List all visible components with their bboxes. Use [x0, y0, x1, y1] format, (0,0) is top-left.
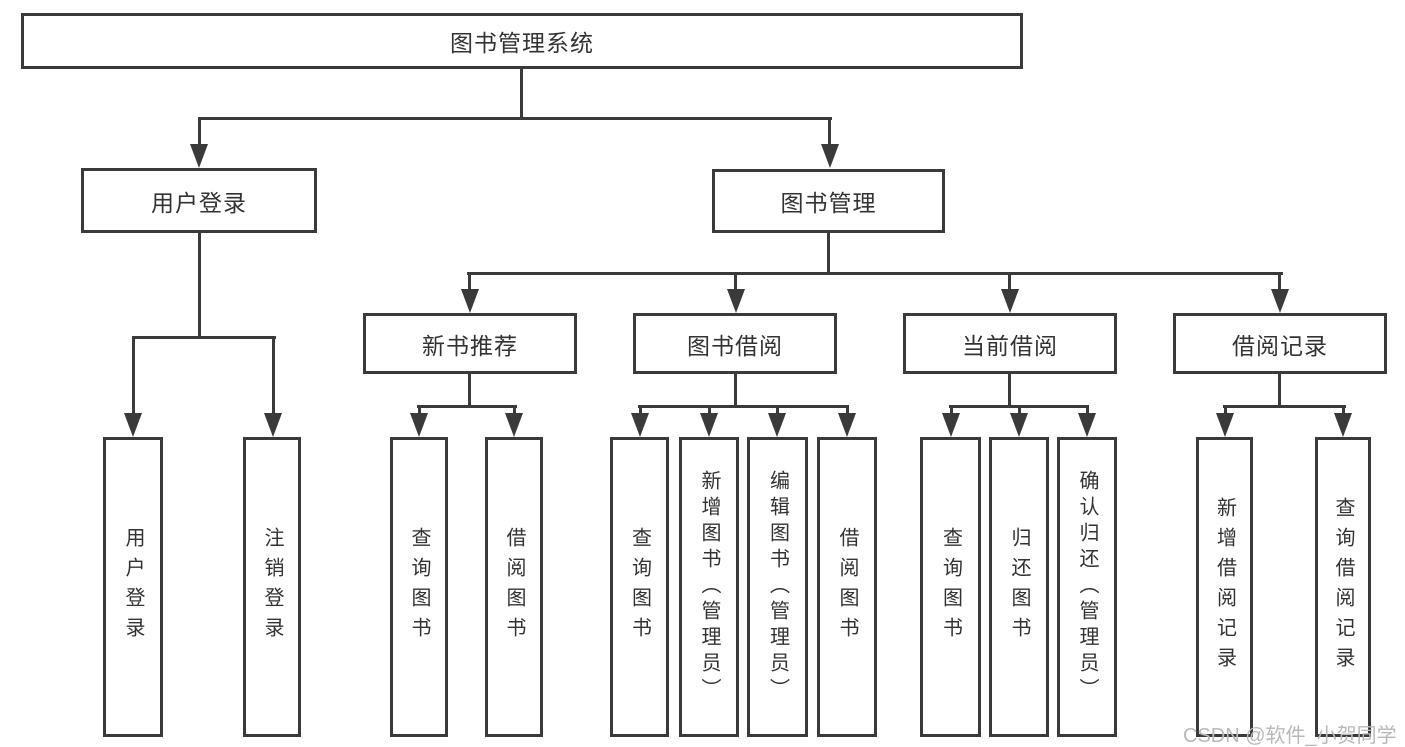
- connector-line: [520, 68, 523, 120]
- connector-line: [1086, 405, 1089, 419]
- watermark: CSDN @软件_小贺同学: [1183, 725, 1397, 747]
- node-book-borrowing: 图书借阅: [633, 313, 837, 374]
- arrowhead-icon: [190, 144, 208, 168]
- leaf-query-books-1: 查询图书: [390, 437, 448, 737]
- arrowhead-icon: [727, 289, 745, 313]
- node-label: 借阅图书: [503, 527, 525, 647]
- connector-line: [132, 336, 135, 416]
- connector-line: [1223, 405, 1346, 408]
- node-borrowing-records: 借阅记录: [1173, 313, 1387, 374]
- arrowhead-icon: [942, 413, 960, 437]
- node-current-borrowing: 当前借阅: [903, 313, 1117, 374]
- leaf-add-borrow-record: 新增借阅记录: [1196, 437, 1253, 737]
- connector-line: [1018, 405, 1021, 419]
- arrowhead-icon: [410, 413, 428, 437]
- connector-line: [132, 336, 276, 339]
- connector-line: [950, 405, 953, 419]
- connector-line: [708, 405, 711, 419]
- node-label: 当前借阅: [962, 332, 1058, 359]
- node-library-system: 图书管理系统: [21, 13, 1023, 69]
- arrowhead-icon: [1078, 413, 1096, 437]
- arrowhead-icon: [124, 413, 142, 437]
- node-label: 图书管理: [780, 190, 877, 216]
- arrowhead-icon: [1334, 413, 1352, 437]
- connector-line: [417, 405, 517, 408]
- leaf-query-books-3: 查询图书: [920, 437, 981, 737]
- arrowhead-icon: [264, 413, 282, 437]
- leaf-borrow-books-1: 借阅图书: [485, 437, 543, 737]
- node-book-management: 图书管理: [712, 169, 945, 233]
- leaf-confirm-return-admin: 确认归还（管理员）: [1057, 437, 1117, 737]
- arrowhead-icon: [1001, 289, 1019, 313]
- connector-line: [1342, 405, 1345, 419]
- node-label: 新增图书（管理员）: [698, 470, 720, 704]
- connector-line: [513, 405, 516, 419]
- node-user-login: 用户登录: [81, 168, 317, 233]
- arrowhead-icon: [505, 413, 523, 437]
- leaf-borrow-books-2: 借阅图书: [817, 437, 877, 737]
- node-label: 新书推荐: [422, 332, 518, 359]
- connector-line: [1224, 405, 1227, 419]
- leaf-add-book-admin: 新增图书（管理员）: [679, 437, 739, 737]
- connector-line: [827, 233, 830, 275]
- arrowhead-icon: [768, 413, 786, 437]
- leaf-query-borrow-record: 查询借阅记录: [1315, 437, 1371, 737]
- arrowhead-icon: [821, 144, 839, 168]
- arrowhead-icon: [631, 413, 649, 437]
- connector-line: [198, 233, 201, 339]
- arrowhead-icon: [1216, 413, 1234, 437]
- node-label: 查询图书: [939, 527, 962, 647]
- node-label: 注销登录: [261, 527, 283, 647]
- connector-line: [846, 405, 849, 419]
- connector-line: [468, 272, 471, 294]
- connector-line: [776, 405, 779, 419]
- node-label: 新增借阅记录: [1213, 497, 1236, 677]
- connector-line: [828, 117, 831, 148]
- node-label: 归还图书: [1008, 527, 1030, 647]
- node-label: 查询图书: [408, 527, 430, 647]
- node-label: 用户登录: [122, 527, 144, 647]
- leaf-query-books-2: 查询图书: [610, 437, 669, 737]
- connector-line: [639, 405, 642, 419]
- leaf-user-login: 用户登录: [103, 437, 163, 737]
- connector-line: [198, 117, 201, 148]
- node-label: 查询图书: [628, 527, 651, 647]
- connector-line: [418, 405, 421, 419]
- node-label: 图书管理系统: [450, 30, 594, 56]
- node-label: 图书借阅: [687, 332, 783, 359]
- node-label: 借阅记录: [1232, 332, 1328, 359]
- node-label: 编辑图书（管理员）: [766, 470, 789, 704]
- node-label: 借阅图书: [836, 527, 858, 647]
- arrowhead-icon: [1010, 413, 1028, 437]
- arrowhead-icon: [1271, 289, 1289, 313]
- leaf-logout: 注销登录: [243, 437, 301, 737]
- node-label: 查询借阅记录: [1332, 497, 1354, 677]
- connector-line: [638, 405, 849, 408]
- node-label: 用户登录: [151, 189, 247, 216]
- connector-line: [467, 272, 1283, 275]
- leaf-edit-book-admin: 编辑图书（管理员）: [747, 437, 808, 737]
- connector-line: [1008, 272, 1011, 294]
- connector-line: [272, 336, 275, 416]
- node-new-book-recommendation: 新书推荐: [363, 313, 577, 374]
- arrowhead-icon: [700, 413, 718, 437]
- connector-line: [1278, 374, 1281, 408]
- connector-line: [1278, 272, 1281, 294]
- node-label: 确认归还（管理员）: [1076, 470, 1098, 704]
- arrowhead-icon: [838, 413, 856, 437]
- connector-line: [198, 117, 832, 120]
- connector-line: [734, 272, 737, 294]
- connector-line: [1008, 374, 1011, 408]
- connector-line: [468, 374, 471, 408]
- arrowhead-icon: [461, 289, 479, 313]
- leaf-return-books: 归还图书: [989, 437, 1049, 737]
- connector-line: [734, 374, 737, 408]
